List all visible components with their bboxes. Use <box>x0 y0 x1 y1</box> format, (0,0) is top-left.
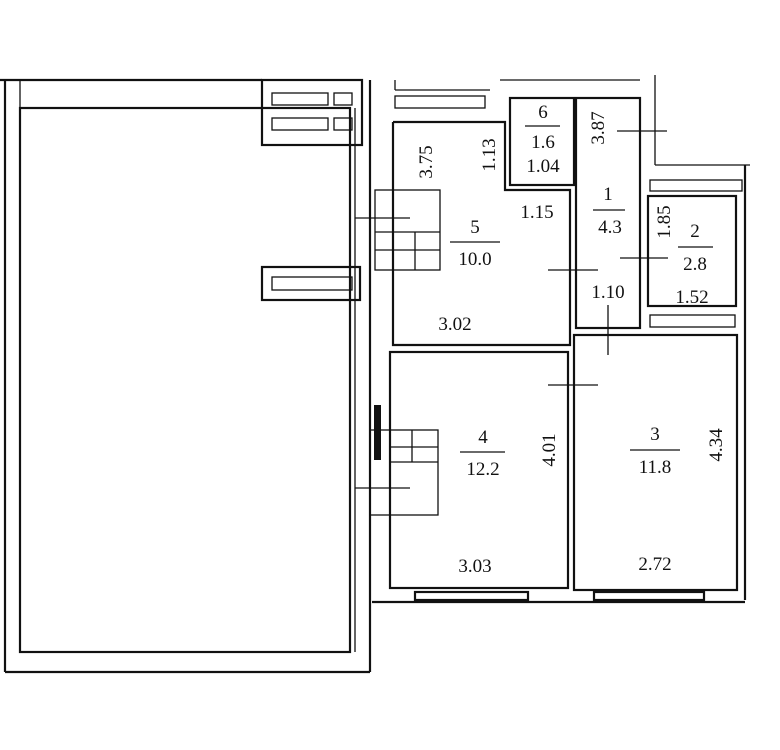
dimension: 4.01 <box>539 433 560 466</box>
room-area: 4.3 <box>598 217 622 238</box>
dimension: 1.04 <box>526 156 560 177</box>
window-left-top <box>260 78 364 147</box>
room-number: 5 <box>470 217 480 238</box>
room-number: 3 <box>650 424 660 445</box>
room-area: 2.8 <box>683 254 707 275</box>
dimension: 1.15 <box>520 202 553 223</box>
window-room2-top <box>649 179 743 192</box>
room-number: 6 <box>538 102 548 123</box>
window-left-middle <box>260 265 362 302</box>
room-area: 1.6 <box>531 132 555 153</box>
room-4 <box>388 350 570 590</box>
window-top-room5 <box>394 75 750 166</box>
room-number: 1 <box>603 184 613 205</box>
room-number: 4 <box>478 427 488 448</box>
room-2 <box>646 194 738 308</box>
window-room4 <box>413 590 530 602</box>
dimension: 3.75 <box>416 145 437 178</box>
room-6-label: 6 1.6 1.04 <box>525 102 560 177</box>
room-1-label: 1 4.3 1.10 3.87 <box>588 111 625 303</box>
room-3-label: 3 11.8 2.72 4.34 <box>630 424 727 575</box>
stair-room5 <box>355 189 441 271</box>
window-room2-bottom <box>649 314 736 328</box>
room-area: 10.0 <box>458 249 491 270</box>
dimension: 3.87 <box>588 111 609 144</box>
room-5-label: 5 10.0 1.15 3.02 3.75 1.13 <box>416 138 554 335</box>
dimension: 3.02 <box>438 314 471 335</box>
room-number: 2 <box>690 221 700 242</box>
window-room3 <box>592 590 706 602</box>
stair-room4 <box>355 405 439 516</box>
dimension: 4.34 <box>706 428 727 462</box>
dimension: 2.72 <box>638 554 671 575</box>
room-4-label: 4 12.2 3.03 4.01 <box>458 427 560 577</box>
dimension: 3.03 <box>458 556 491 577</box>
dimension: 1.52 <box>675 287 708 308</box>
room-area: 11.8 <box>639 457 672 478</box>
dimension: 1.13 <box>479 138 500 171</box>
room-2-label: 2 2.8 1.52 1.85 <box>654 205 713 308</box>
left-area <box>0 78 372 674</box>
room-5 <box>391 120 572 347</box>
room-6 <box>508 96 576 187</box>
dimension: 1.85 <box>654 205 675 238</box>
dimension: 1.10 <box>591 282 624 303</box>
room-area: 12.2 <box>466 459 499 480</box>
room-3 <box>572 333 739 592</box>
